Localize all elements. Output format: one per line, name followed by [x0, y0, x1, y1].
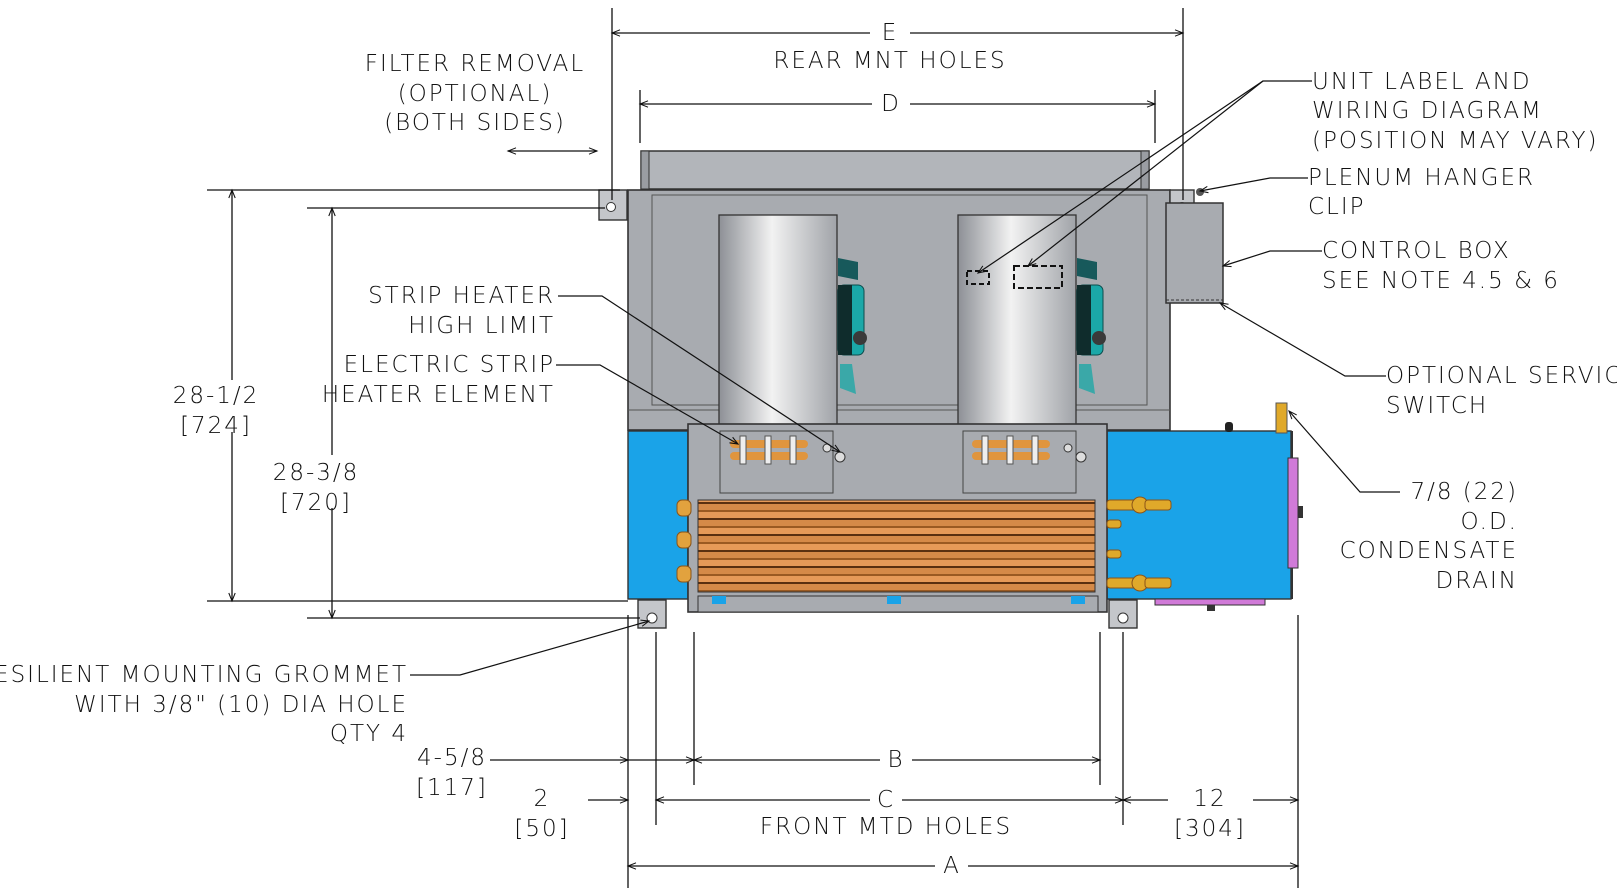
dim-c-label: C	[877, 787, 895, 813]
coil-panel-right	[1106, 430, 1292, 600]
svg-text:UNIT LABEL AND: UNIT LABEL AND	[1312, 69, 1532, 95]
svg-text:QTY 4: QTY 4	[330, 721, 408, 747]
svg-text:PLENUM HANGER: PLENUM HANGER	[1308, 165, 1535, 191]
fan-coil-unit	[598, 150, 1303, 629]
water-coil	[697, 499, 1096, 593]
control-box-note: CONTROL BOX SEE NOTE 4.5 & 6	[1322, 238, 1560, 294]
svg-text:STRIP HEATER: STRIP HEATER	[368, 283, 555, 309]
svg-text:4-5/8: 4-5/8	[417, 745, 487, 771]
dim-a-label: A	[943, 853, 961, 879]
leader-lines	[410, 80, 1400, 676]
control-box	[1165, 202, 1224, 304]
condensate-drain	[1275, 402, 1288, 434]
heater-element-left	[730, 435, 846, 465]
svg-text:[117]: [117]	[416, 775, 488, 801]
svg-text:WITH 3/8" (10) DIA HOLE: WITH 3/8" (10) DIA HOLE	[74, 692, 408, 718]
svg-text:(POSITION MAY VARY): (POSITION MAY VARY)	[1312, 128, 1598, 154]
svg-text:2: 2	[534, 786, 551, 812]
filter-removal-note: FILTER REMOVAL (OPTIONAL) (BOTH SIDES)	[365, 51, 585, 136]
electric-strip-heater-note: ELECTRIC STRIP HEATER ELEMENT	[322, 352, 555, 408]
svg-text:[304]: [304]	[1174, 816, 1246, 842]
svg-text:[724]: [724]	[180, 413, 252, 439]
svg-text:28-3/8: 28-3/8	[273, 460, 360, 486]
dim-d-label: D	[881, 91, 901, 117]
svg-text:WIRING DIAGRAM: WIRING DIAGRAM	[1312, 98, 1543, 124]
dim-e-label: E	[882, 20, 899, 46]
svg-text:RESILIENT MOUNTING GROMMET: RESILIENT MOUNTING GROMMET	[0, 662, 408, 688]
svg-text:CONTROL BOX: CONTROL BOX	[1322, 238, 1511, 264]
svg-text:ELECTRIC STRIP: ELECTRIC STRIP	[344, 352, 555, 378]
blower-left	[718, 214, 867, 431]
front-mtd-holes-label: FRONT MTD HOLES	[760, 814, 1012, 840]
coil-piping	[1106, 496, 1172, 592]
condensate-drain-note: 7/8 (22) O.D. CONDENSATE DRAIN	[1340, 479, 1518, 594]
svg-text:OPTIONAL SERVICE: OPTIONAL SERVICE	[1386, 363, 1617, 389]
heater-element-right	[972, 435, 1087, 465]
grommet-note: RESILIENT MOUNTING GROMMET WITH 3/8" (10…	[0, 662, 408, 747]
top-rail	[640, 150, 1150, 190]
svg-text:12: 12	[1193, 786, 1226, 812]
svg-text:O.D.: O.D.	[1460, 509, 1518, 535]
optional-service-switch-note: OPTIONAL SERVICE SWITCH	[1386, 363, 1617, 419]
svg-text:(BOTH SIDES): (BOTH SIDES)	[384, 110, 566, 136]
svg-text:28-1/2: 28-1/2	[173, 383, 260, 409]
blower-right	[957, 214, 1106, 431]
svg-text:(OPTIONAL): (OPTIONAL)	[398, 81, 553, 107]
dim-4-5-8-label: 4-5/8 [117]	[416, 745, 488, 801]
rear-mnt-holes-label: REAR MNT HOLES	[773, 48, 1006, 74]
plenum-hanger-note: PLENUM HANGER CLIP	[1308, 165, 1535, 220]
dim-b-label: B	[887, 747, 904, 773]
svg-text:SEE NOTE 4.5 & 6: SEE NOTE 4.5 & 6	[1322, 268, 1560, 294]
svg-text:FILTER REMOVAL: FILTER REMOVAL	[365, 51, 585, 77]
svg-text:[720]: [720]	[280, 490, 352, 516]
height-holes-label: 28-3/8 [720]	[273, 460, 360, 516]
svg-text:7/8 (22): 7/8 (22)	[1410, 479, 1518, 505]
svg-text:SWITCH: SWITCH	[1386, 393, 1488, 419]
dim-12-label: 12 [304]	[1174, 786, 1246, 842]
svg-text:CONDENSATE: CONDENSATE	[1340, 538, 1518, 564]
svg-text:HEATER ELEMENT: HEATER ELEMENT	[322, 382, 555, 408]
unit-label-note: UNIT LABEL AND WIRING DIAGRAM (POSITION …	[1312, 69, 1598, 154]
height-overall-label: 28-1/2 [724]	[173, 383, 260, 439]
strip-heater-high-limit-note: STRIP HEATER HIGH LIMIT	[368, 283, 555, 339]
svg-text:HIGH LIMIT: HIGH LIMIT	[408, 313, 555, 339]
svg-text:CLIP: CLIP	[1308, 194, 1366, 220]
svg-text:[50]: [50]	[514, 816, 569, 842]
dim-2-label: 2 [50]	[514, 786, 569, 842]
svg-text:DRAIN: DRAIN	[1436, 568, 1518, 594]
dimension-lines	[207, 8, 1300, 888]
